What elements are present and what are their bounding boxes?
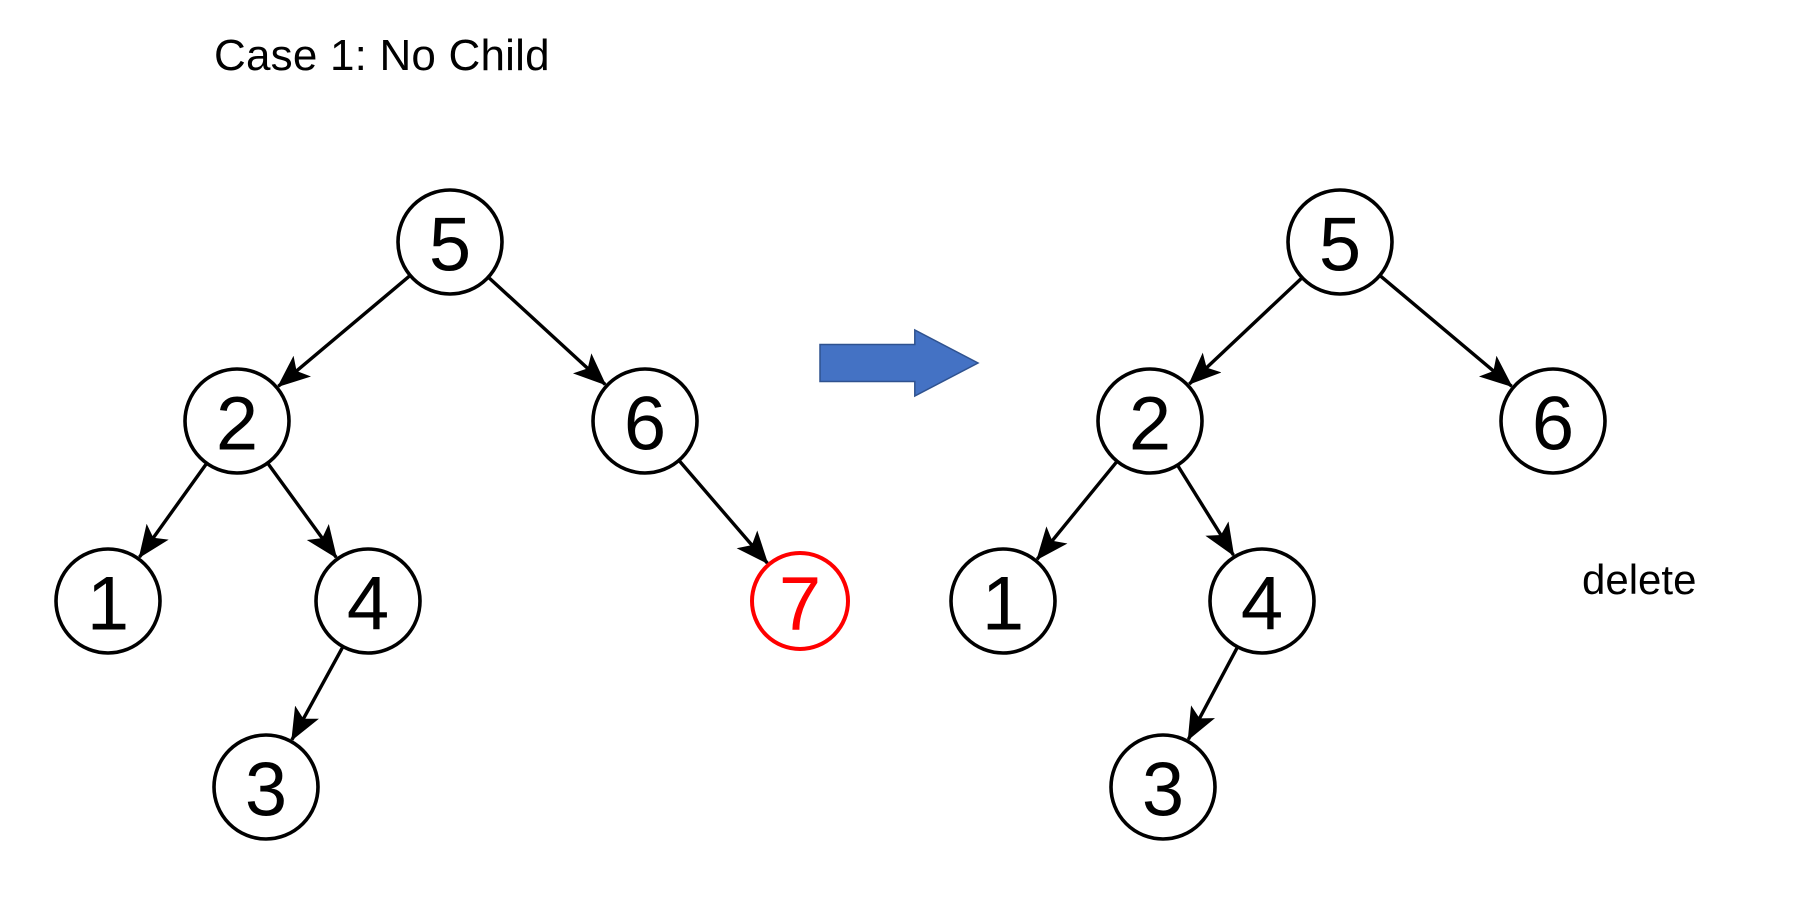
tree-before-nodes: 5 2 6 1 4 7 3 <box>54 188 850 841</box>
tree-node-4[interactable]: 4 <box>1208 547 1316 655</box>
tree-node-5[interactable]: 5 <box>396 188 504 296</box>
tree-edge-5-to-2 <box>1188 277 1303 386</box>
node-circle <box>54 547 162 655</box>
tree-edge-5-to-2 <box>277 274 411 388</box>
page-title: Case 1: No Child <box>214 31 550 80</box>
tree-edge-5-to-6 <box>1379 274 1513 388</box>
tree-edge-2-to-1 <box>138 463 208 559</box>
node-circle <box>1096 367 1204 475</box>
node-label: 6 <box>1532 382 1574 467</box>
tree-node-3[interactable]: 3 <box>1109 733 1217 841</box>
node-label: 5 <box>429 203 471 288</box>
tree-node-4[interactable]: 4 <box>314 547 422 655</box>
tree-node-5[interactable]: 5 <box>1286 188 1394 296</box>
node-label: 4 <box>347 562 389 647</box>
tree-edge-2-to-4 <box>266 462 338 559</box>
tree-node-6[interactable]: 6 <box>591 367 699 475</box>
node-circle <box>1499 367 1607 475</box>
tree-node-2[interactable]: 2 <box>183 367 291 475</box>
node-label: 2 <box>216 382 258 467</box>
tree-node-1[interactable]: 1 <box>54 547 162 655</box>
node-label: 1 <box>982 562 1024 647</box>
node-label: 5 <box>1319 203 1361 288</box>
tree-node-2[interactable]: 2 <box>1096 367 1204 475</box>
tree-edge-5-to-6 <box>487 276 607 386</box>
node-label: 1 <box>87 562 129 647</box>
node-label: 3 <box>245 748 287 833</box>
tree-edge-4-to-3 <box>290 646 345 741</box>
node-circle <box>1208 547 1316 655</box>
node-label: 4 <box>1241 562 1283 647</box>
node-circle <box>1109 733 1217 841</box>
node-circle <box>314 547 422 655</box>
node-label: 7 <box>779 562 821 647</box>
node-circle <box>750 551 850 651</box>
tree-edge-6-to-7 <box>678 460 769 565</box>
node-circle <box>212 733 320 841</box>
node-circle <box>396 188 504 296</box>
tree-edge-2-to-1 <box>1035 460 1118 561</box>
right-arrow-icon <box>819 328 980 398</box>
node-circle <box>591 367 699 475</box>
node-circle <box>949 547 1057 655</box>
node-circle <box>183 367 291 475</box>
tree-edge-4-to-3 <box>1186 646 1239 741</box>
tree-after-edges <box>1035 274 1513 741</box>
tree-edge-2-to-4 <box>1176 465 1235 557</box>
node-label: 3 <box>1142 748 1184 833</box>
tree-node-7-highlighted[interactable]: 7 <box>750 551 850 651</box>
tree-node-3[interactable]: 3 <box>212 733 320 841</box>
node-circle <box>1286 188 1394 296</box>
tree-node-1[interactable]: 1 <box>949 547 1057 655</box>
tree-after-nodes: 5 2 6 1 4 3 <box>949 188 1607 841</box>
transition-arrow <box>819 328 980 398</box>
tree-node-6[interactable]: 6 <box>1499 367 1607 475</box>
tree-before-edges <box>138 274 769 741</box>
node-label: 2 <box>1129 382 1171 467</box>
node-label: 6 <box>624 382 666 467</box>
delete-annotation-label: delete <box>1582 556 1697 603</box>
